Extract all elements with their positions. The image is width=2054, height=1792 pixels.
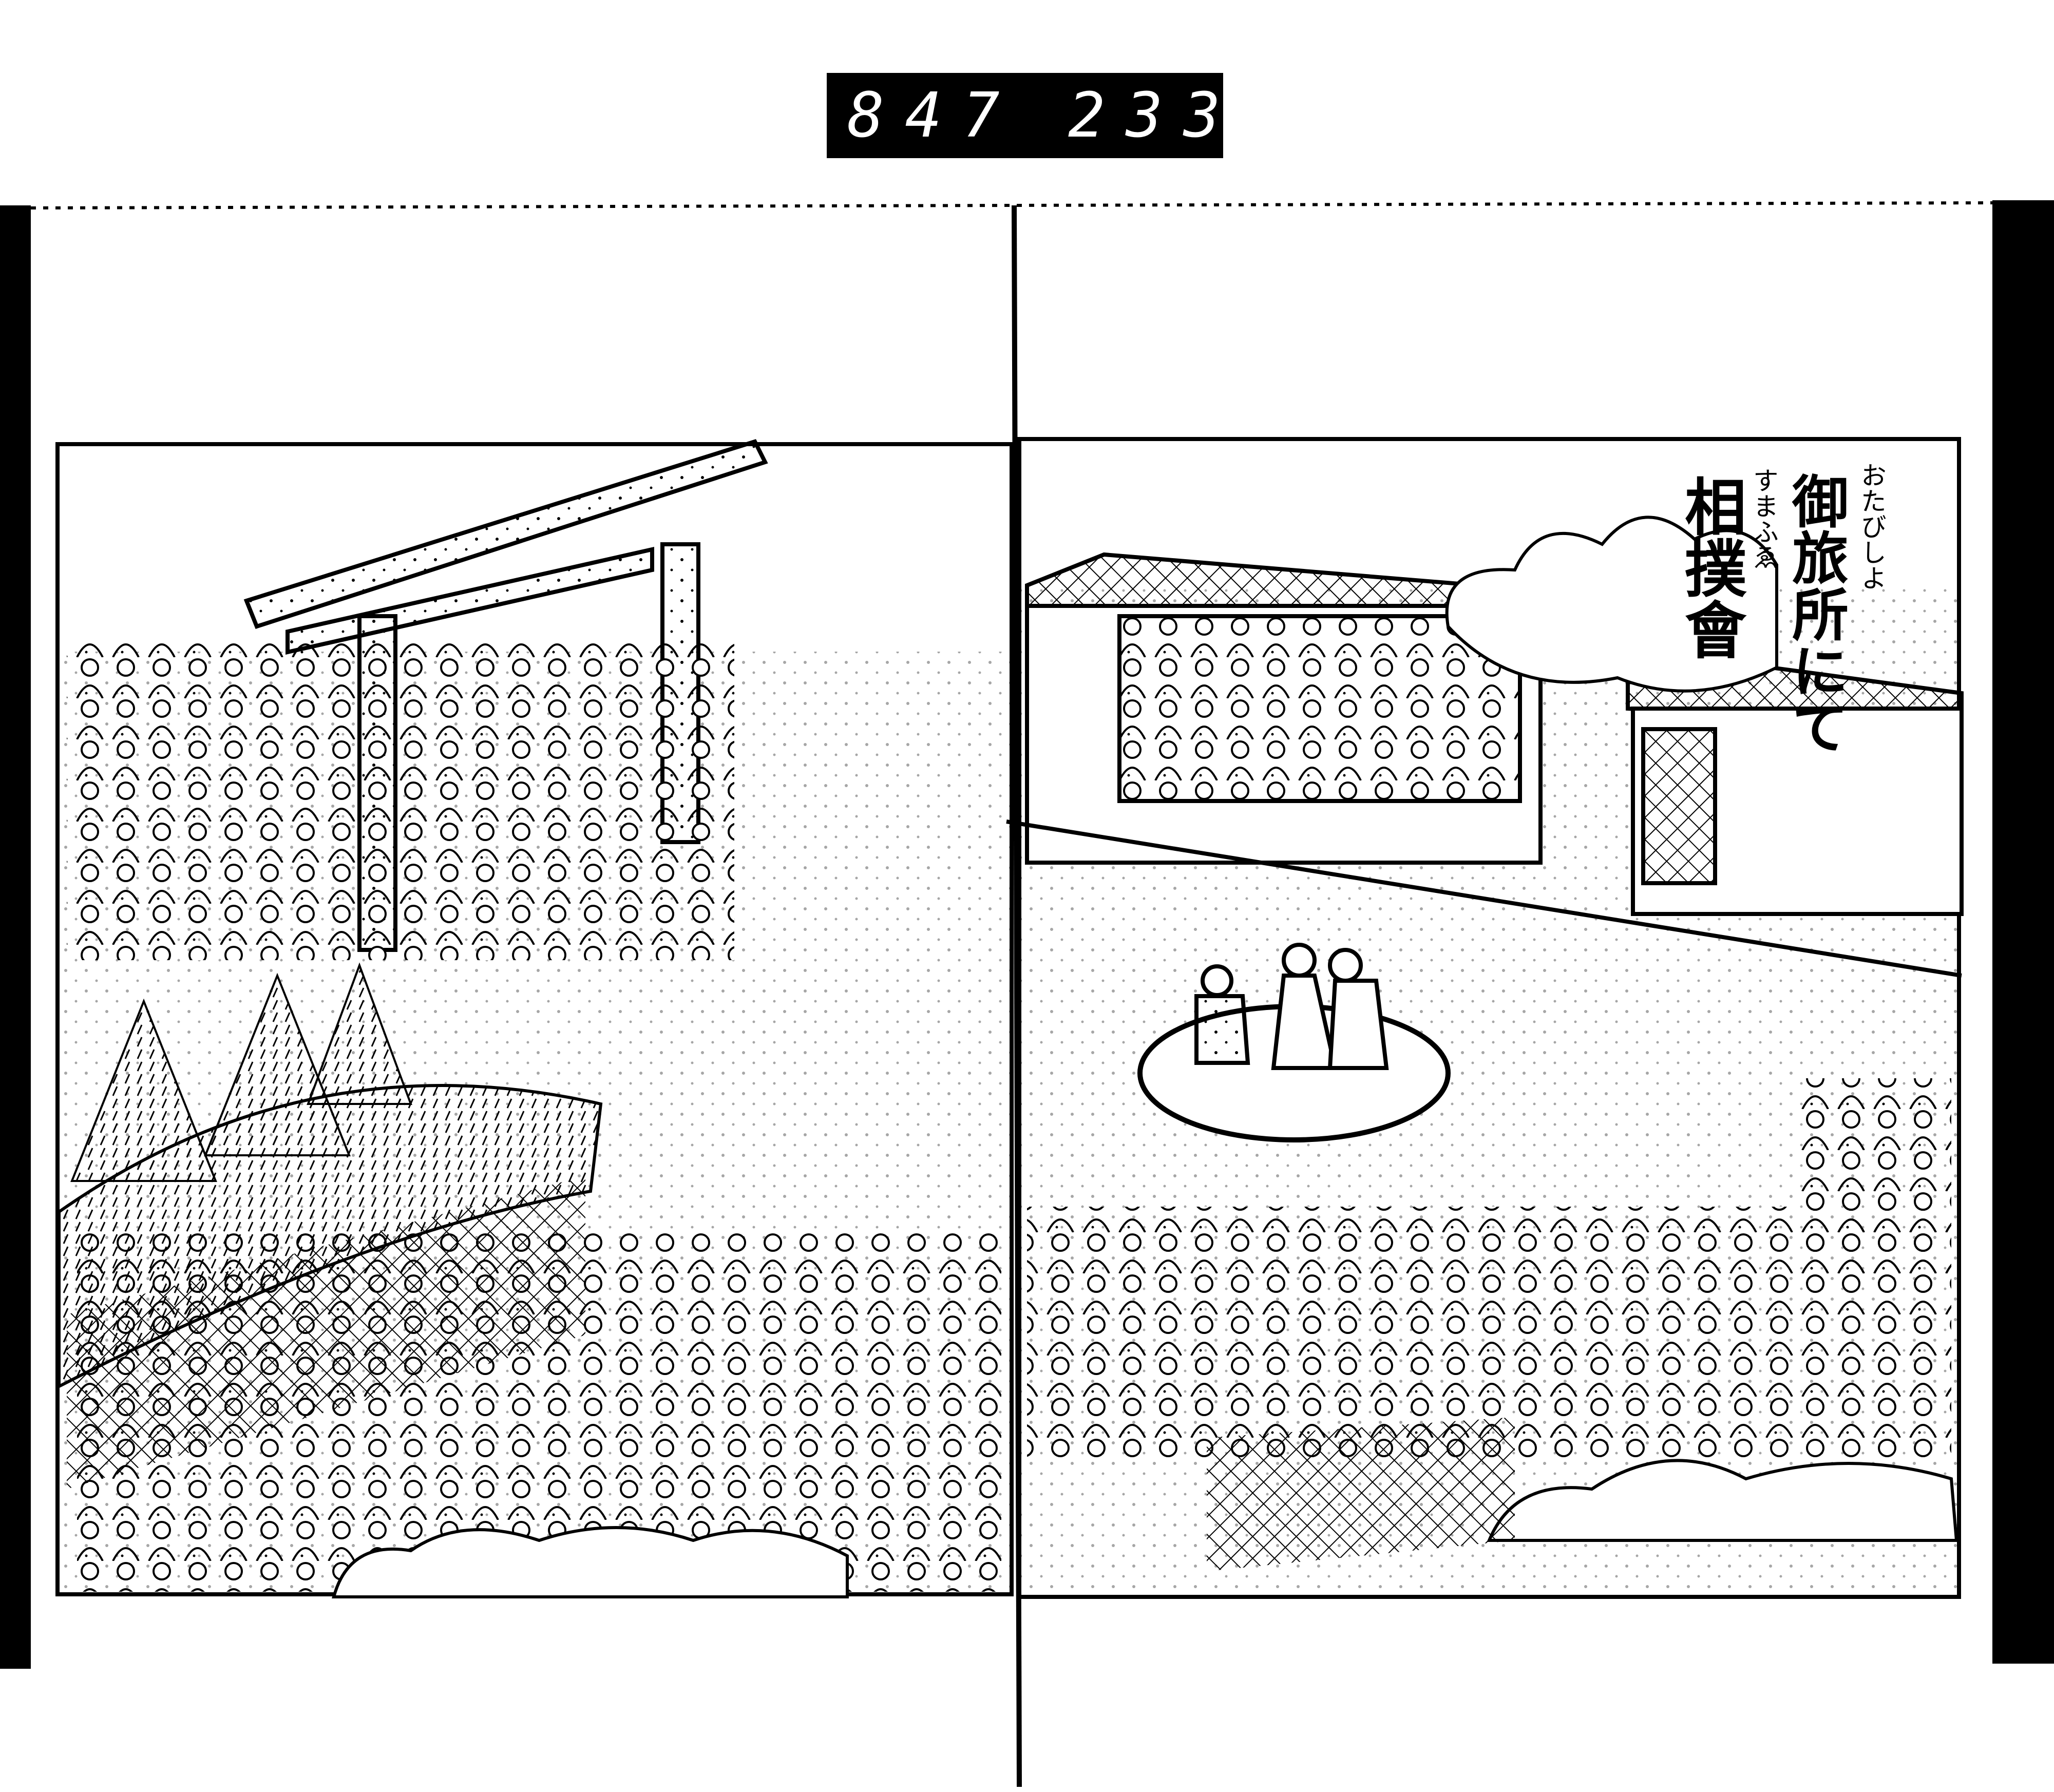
catalog-label: 847 233. (827, 73, 1278, 158)
title-line1: 御旅所にて (1782, 472, 1849, 755)
pine-trees (70, 962, 412, 1182)
sumo-wrestlers (1194, 943, 1389, 1070)
book-edge-left (0, 205, 31, 1669)
title-line2-ruby: すまふゑ (1749, 467, 1779, 570)
cloud-top (1445, 516, 1778, 693)
cloud-bottom-left (332, 1526, 849, 1598)
crowd-left-upper (67, 642, 734, 960)
title-line1-ruby: おたびしよ (1857, 462, 1887, 590)
fence (67, 1176, 585, 1489)
crowd-right-side (1797, 1078, 1951, 1284)
catalog-number-left: 847 (847, 80, 1020, 151)
book-edge-right (1992, 200, 2054, 1664)
fence-right (1207, 1417, 1515, 1571)
title-line2: 相撲會 (1674, 475, 1746, 660)
catalog-number-right: 233. (1068, 80, 1299, 151)
